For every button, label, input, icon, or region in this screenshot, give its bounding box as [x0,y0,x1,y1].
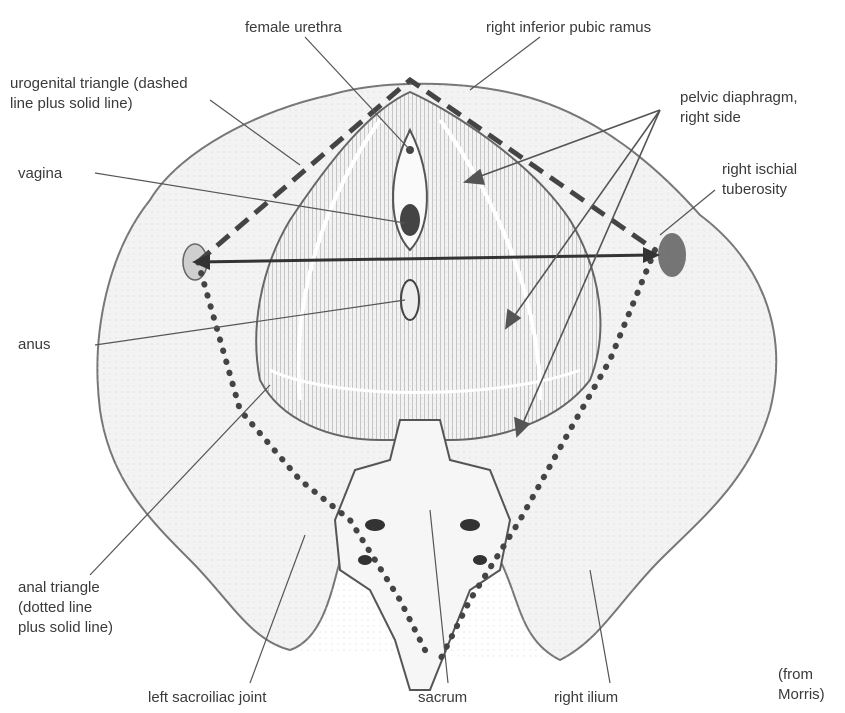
label-right-ischial-tuberosity-line1: right ischial [722,160,797,180]
label-female-urethra: female urethra [245,18,342,38]
sacral-foramen [358,555,372,565]
label-anal-triangle-line2: (dotted line [18,598,113,618]
vagina-orifice [400,204,420,236]
label-pelvic-diaphragm: pelvic diaphragm, right side [680,88,798,128]
label-sacrum: sacrum [418,688,467,708]
label-anal-triangle-line3: plus solid line) [18,618,113,638]
sacral-foramen [460,519,480,531]
label-anus: anus [18,335,51,355]
sacral-foramen [365,519,385,531]
label-urogenital-triangle-line1: urogenital triangle (dashed [10,74,188,94]
label-left-sacroiliac-joint: left sacroiliac joint [148,688,266,708]
label-pelvic-diaphragm-line2: right side [680,108,798,128]
label-credit-line1: (from [778,665,825,685]
label-anal-triangle: anal triangle (dotted line plus solid li… [18,578,113,638]
label-urogenital-triangle: urogenital triangle (dashed line plus so… [10,74,188,114]
label-credit: (from Morris) [778,665,825,705]
label-right-ilium: right ilium [554,688,618,708]
label-anal-triangle-line1: anal triangle [18,578,113,598]
label-right-ischial-tuberosity: right ischial tuberosity [722,160,797,200]
label-credit-line2: Morris) [778,685,825,705]
label-pelvic-diaphragm-line1: pelvic diaphragm, [680,88,798,108]
label-right-inferior-pubic-ramus: right inferior pubic ramus [486,18,651,38]
sacral-foramen [473,555,487,565]
right-ischial-tuberosity [658,233,686,277]
label-urogenital-triangle-line2: line plus solid line) [10,94,188,114]
label-right-ischial-tuberosity-line2: tuberosity [722,180,797,200]
label-vagina: vagina [18,164,62,184]
